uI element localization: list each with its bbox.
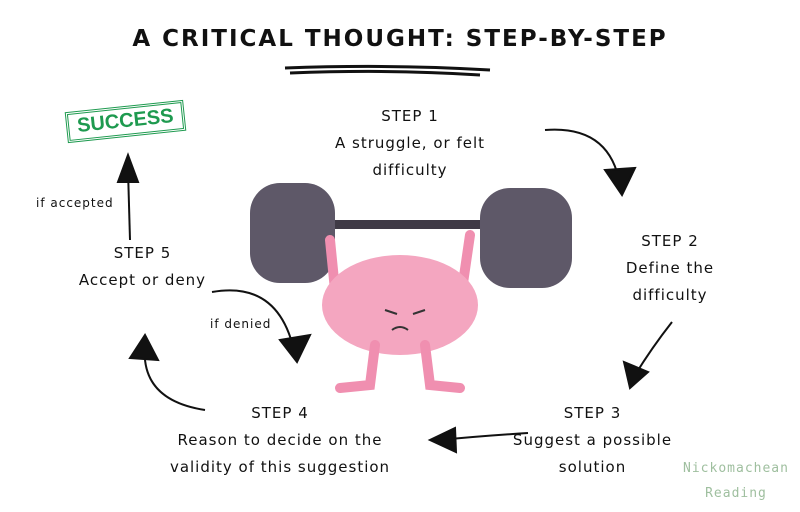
step-4: STEP 4 Reason to decide on the validity o…: [150, 400, 410, 481]
barbell-icon: [250, 183, 572, 288]
watermark: Nickomachean Reading: [683, 461, 789, 501]
if-accepted-label: if accepted: [36, 196, 114, 210]
step-3: STEP 3 Suggest a possible solution: [505, 400, 680, 481]
brain-icon: [322, 230, 478, 393]
step-label: STEP 3: [563, 404, 622, 422]
step-text: A struggle, or felt difficulty: [334, 134, 486, 179]
step-label: STEP 2: [641, 232, 699, 250]
step-label: STEP 5: [113, 244, 172, 262]
step-text: Accept or deny: [78, 271, 207, 289]
step-label: STEP 1: [381, 107, 439, 125]
page-title: A CRITICAL THOUGHT: STEP-BY-STEP: [132, 26, 668, 52]
title-underline: [284, 64, 491, 77]
step-text: Suggest a possible solution: [512, 431, 673, 476]
if-denied-label: if denied: [210, 317, 272, 331]
step-2: STEP 2 Define the difficulty: [610, 228, 730, 309]
step-text: Define the difficulty: [625, 259, 715, 304]
step-1: STEP 1 A struggle, or felt difficulty: [310, 103, 510, 184]
step-text: Reason to decide on the validity of this…: [169, 431, 391, 476]
step-label: STEP 4: [251, 404, 309, 422]
step-5: STEP 5 Accept or deny: [60, 240, 225, 294]
